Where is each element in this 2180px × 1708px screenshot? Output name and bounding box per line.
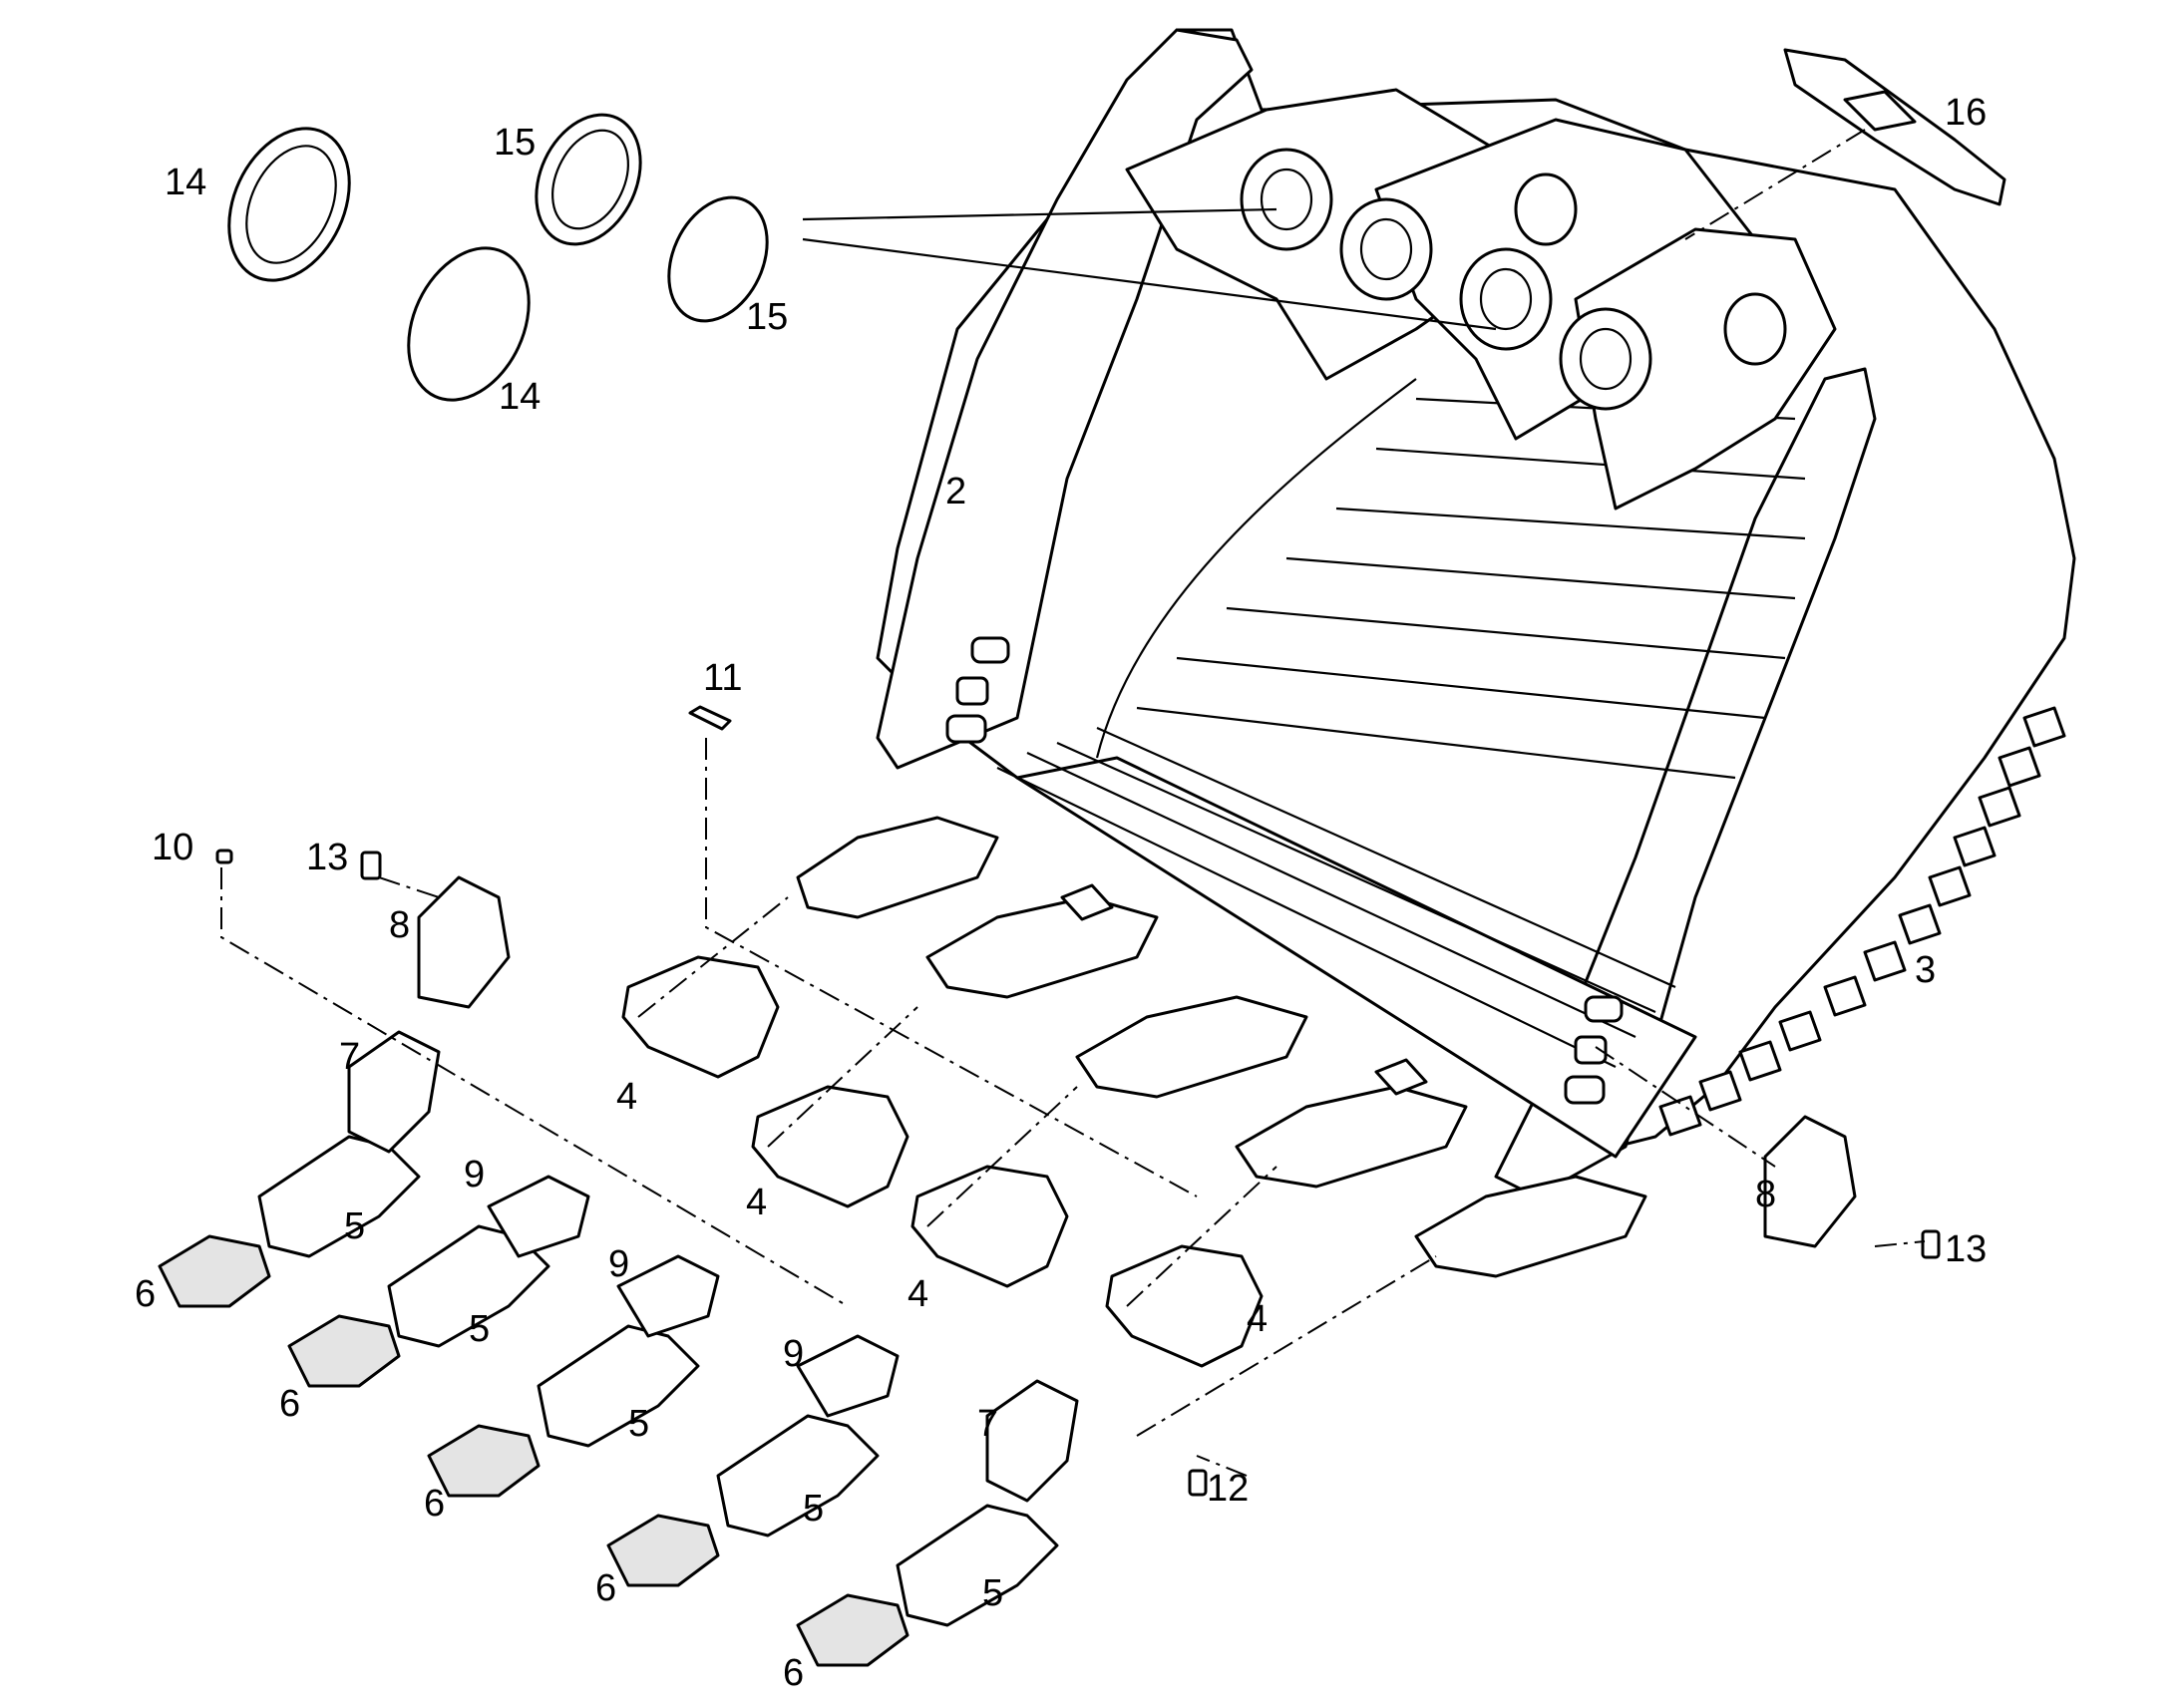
callout-6a: 6 xyxy=(135,1273,156,1315)
callout-5a: 5 xyxy=(344,1205,365,1247)
callout-2: 2 xyxy=(945,471,966,512)
flange-14-upper xyxy=(227,127,351,282)
callout-6b: 6 xyxy=(279,1383,300,1425)
callout-12: 12 xyxy=(1207,1468,1249,1510)
callout-14b: 14 xyxy=(499,376,541,418)
flange-15-upper xyxy=(535,113,642,246)
callout-numbers: 2 3 4 4 4 4 5 5 5 5 5 6 6 6 6 6 7 7 8 8 … xyxy=(135,92,1987,1694)
part-11 xyxy=(688,705,732,731)
callout-5b: 5 xyxy=(469,1308,490,1350)
leader-15-upper xyxy=(802,207,1277,221)
callout-9c: 9 xyxy=(783,1333,804,1375)
flange-15-lower xyxy=(667,195,769,323)
callout-6e: 6 xyxy=(783,1652,804,1694)
part-12 xyxy=(1188,1469,1208,1497)
wear-caps-4 xyxy=(621,955,1264,1368)
part-16-bracket xyxy=(1783,48,2006,206)
side-cutters-7 xyxy=(347,1030,1079,1503)
heel-wear-blocks xyxy=(1658,706,2066,1137)
callout-4c: 4 xyxy=(908,1273,928,1315)
callout-5e: 5 xyxy=(982,1572,1003,1614)
callout-3: 3 xyxy=(1915,949,1936,991)
callout-7b: 7 xyxy=(977,1403,998,1445)
side-shrouds-8 xyxy=(417,875,1857,1248)
callout-5d: 5 xyxy=(803,1488,824,1530)
teeth-6 xyxy=(158,1234,909,1667)
lip-shrouds-9 xyxy=(487,1175,900,1418)
bucket-body xyxy=(796,28,2076,1278)
callout-4a: 4 xyxy=(616,1076,637,1118)
adapters-5 xyxy=(257,1135,1059,1627)
flange-14-lower xyxy=(407,246,531,402)
leader-15-lower xyxy=(802,237,1497,331)
callout-7a: 7 xyxy=(339,1036,360,1078)
callout-15a: 15 xyxy=(494,122,536,164)
callout-9b: 9 xyxy=(608,1243,629,1285)
part-10 xyxy=(215,849,233,864)
part-13-right xyxy=(1921,1229,1941,1259)
callout-6c: 6 xyxy=(424,1483,445,1525)
callout-4b: 4 xyxy=(746,1182,767,1223)
callout-8a: 8 xyxy=(389,904,410,946)
callout-10: 10 xyxy=(152,827,193,868)
callout-14a: 14 xyxy=(165,162,206,203)
callout-16: 16 xyxy=(1945,92,1987,134)
leader-16 xyxy=(1684,129,1866,240)
callout-6d: 6 xyxy=(595,1567,616,1609)
callout-8b: 8 xyxy=(1755,1174,1776,1215)
callout-13b: 13 xyxy=(1945,1228,1987,1270)
lip-adapters xyxy=(796,816,1647,1278)
callout-5c: 5 xyxy=(628,1403,649,1445)
assembly-leaders xyxy=(220,738,1926,1477)
callout-4d: 4 xyxy=(1247,1298,1268,1340)
small-pins xyxy=(215,705,1941,1497)
callout-9a: 9 xyxy=(464,1154,485,1196)
callout-13a: 13 xyxy=(306,837,348,878)
callout-15b: 15 xyxy=(746,296,788,338)
part-13-left xyxy=(360,851,382,880)
callout-11: 11 xyxy=(703,657,742,699)
